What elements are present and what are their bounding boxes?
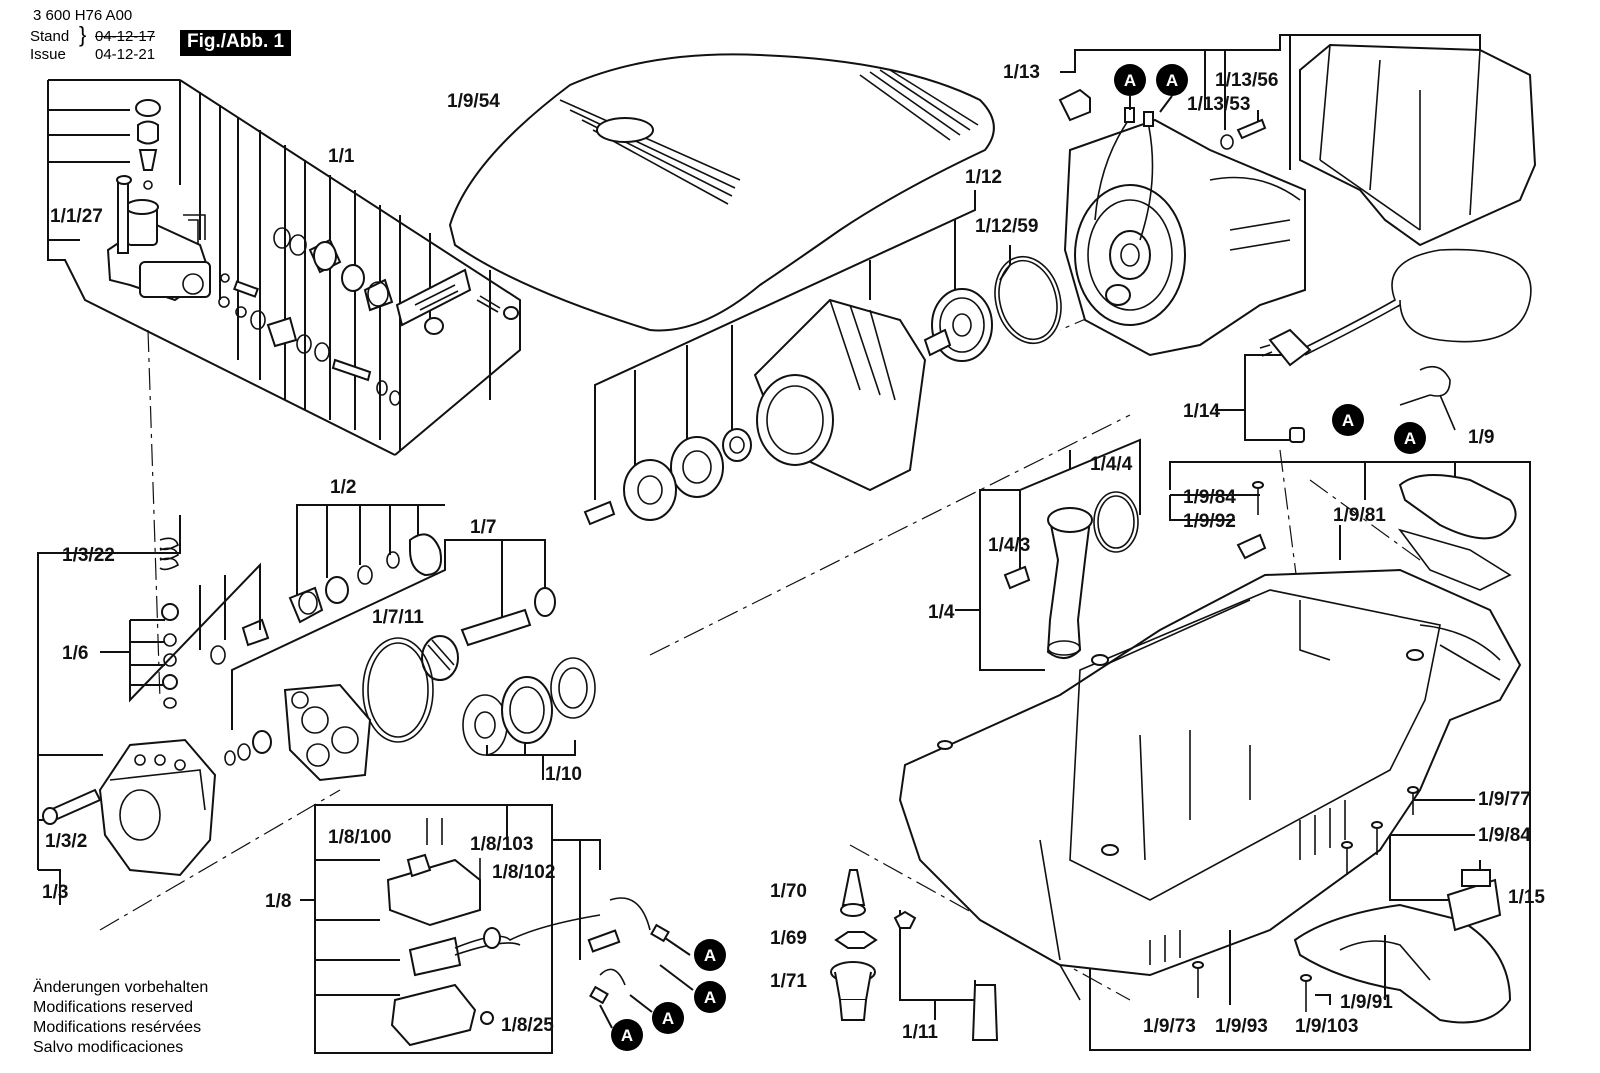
label-1-4-3: 1/4/3 (988, 535, 1030, 556)
label-1-12-59: 1/12/59 (975, 216, 1038, 237)
inlet-fittings (830, 869, 999, 1041)
label-1-9-77: 1/9/77 (1478, 789, 1531, 810)
marker-a-switch-1: A (694, 939, 726, 971)
marker-a-cord-1: A (1332, 404, 1364, 436)
marker-letter: A (621, 1026, 633, 1045)
marker-a-switch-2: A (694, 981, 726, 1013)
label-1-8-100: 1/8/100 (328, 827, 391, 848)
label-1-4: 1/4 (928, 602, 955, 623)
label-1-9-92: 1/9/92 (1183, 511, 1236, 532)
note-line: Salvo modificaciones (33, 1039, 184, 1056)
label-1-1-27: 1/1/27 (50, 206, 103, 227)
outlet-connector (955, 438, 1141, 671)
label-1-14: 1/14 (1183, 401, 1220, 422)
base-housing (898, 461, 1531, 1051)
label-1-6: 1/6 (62, 643, 88, 664)
electric-motor (1058, 34, 1481, 357)
bottom-right-parts (1192, 786, 1512, 1024)
label-1-13-56: 1/13/56 (1215, 70, 1278, 91)
label-1-7: 1/7 (470, 517, 496, 538)
connection-markers: A A A A A A A A (599, 64, 1426, 1051)
label-1-69: 1/69 (770, 928, 807, 949)
label-1-1: 1/1 (328, 146, 355, 167)
label-1-9-73: 1/9/73 (1143, 1016, 1196, 1037)
label-1-8-25: 1/8/25 (501, 1015, 554, 1036)
note-line: Modifications reserved (33, 999, 194, 1016)
marker-a-motor-2: A (1156, 64, 1188, 96)
fan-housing (1299, 43, 1537, 247)
label-1-9-91: 1/9/91 (1340, 992, 1393, 1013)
label-1-9-84-top: 1/9/84 (1183, 487, 1236, 508)
marker-letter: A (1166, 71, 1178, 90)
gear-housing (583, 190, 1062, 526)
label-1-12: 1/12 (965, 167, 1002, 188)
marker-letter: A (1124, 71, 1136, 90)
group-1-1-parts (106, 99, 519, 406)
document-number: 3 600 H76 A00 (33, 7, 133, 24)
marker-a-switch-3: A (652, 1002, 684, 1034)
power-cord (1215, 248, 1532, 443)
brace-icon: } (79, 22, 87, 47)
label-1-8: 1/8 (265, 891, 291, 912)
old-date: 04-12-17 (95, 28, 156, 45)
part-labels: 1/1 1/1/27 1/9/54 1/12 1/12/59 1/13 1/13… (42, 62, 1545, 1043)
note-line: Änderungen vorbehalten (33, 979, 209, 996)
label-1-9: 1/9 (1468, 427, 1494, 448)
marker-a-cord-2: A (1394, 422, 1426, 454)
marker-letter: A (1342, 411, 1354, 430)
label-1-71: 1/71 (770, 971, 807, 992)
label-1-2: 1/2 (330, 477, 356, 498)
marker-letter: A (1404, 429, 1416, 448)
label-1-15: 1/15 (1508, 887, 1545, 908)
label-1-4-4: 1/4/4 (1090, 454, 1133, 475)
figure-label: Fig./Abb. 1 (180, 30, 292, 56)
marker-a-switch-4: A (611, 1019, 643, 1051)
marker-letter: A (662, 1009, 674, 1028)
note-line: Modifications resérvées (33, 1019, 202, 1036)
modification-notes: Änderungen vorbehalten Modifications res… (33, 978, 208, 1058)
marker-letter: A (704, 946, 716, 965)
label-1-13: 1/13 (1003, 62, 1040, 83)
label-1-10: 1/10 (545, 764, 582, 785)
new-date: 04-12-21 (95, 46, 156, 63)
label-1-70: 1/70 (770, 881, 807, 902)
label-1-9-81: 1/9/81 (1333, 505, 1386, 526)
group-1-1-bracket (47, 79, 521, 456)
label-1-7-11: 1/7/11 (372, 607, 424, 628)
stand-label: Stand (30, 28, 70, 45)
marker-a-motor-1: A (1114, 64, 1146, 96)
label-1-8-103: 1/8/103 (470, 834, 533, 855)
label-1-9-54: 1/9/54 (447, 91, 500, 112)
label-1-3-22: 1/3/22 (62, 545, 115, 566)
label-1-8-102: 1/8/102 (492, 862, 555, 883)
marker-letter: A (704, 988, 716, 1007)
pump-head (37, 515, 261, 905)
label-1-9-84-bottom: 1/9/84 (1478, 825, 1531, 846)
label-1-3: 1/3 (42, 882, 68, 903)
pump-assembly (210, 504, 596, 782)
motor-cover (448, 53, 995, 332)
label-1-13-53: 1/13/53 (1187, 94, 1250, 115)
label-1-3-2: 1/3/2 (45, 831, 87, 852)
switch-assembly (300, 804, 670, 1054)
label-1-9-103: 1/9/103 (1295, 1016, 1358, 1037)
label-1-11: 1/11 (902, 1022, 938, 1043)
label-1-9-93: 1/9/93 (1215, 1016, 1268, 1037)
issue-label: Issue (30, 46, 66, 63)
